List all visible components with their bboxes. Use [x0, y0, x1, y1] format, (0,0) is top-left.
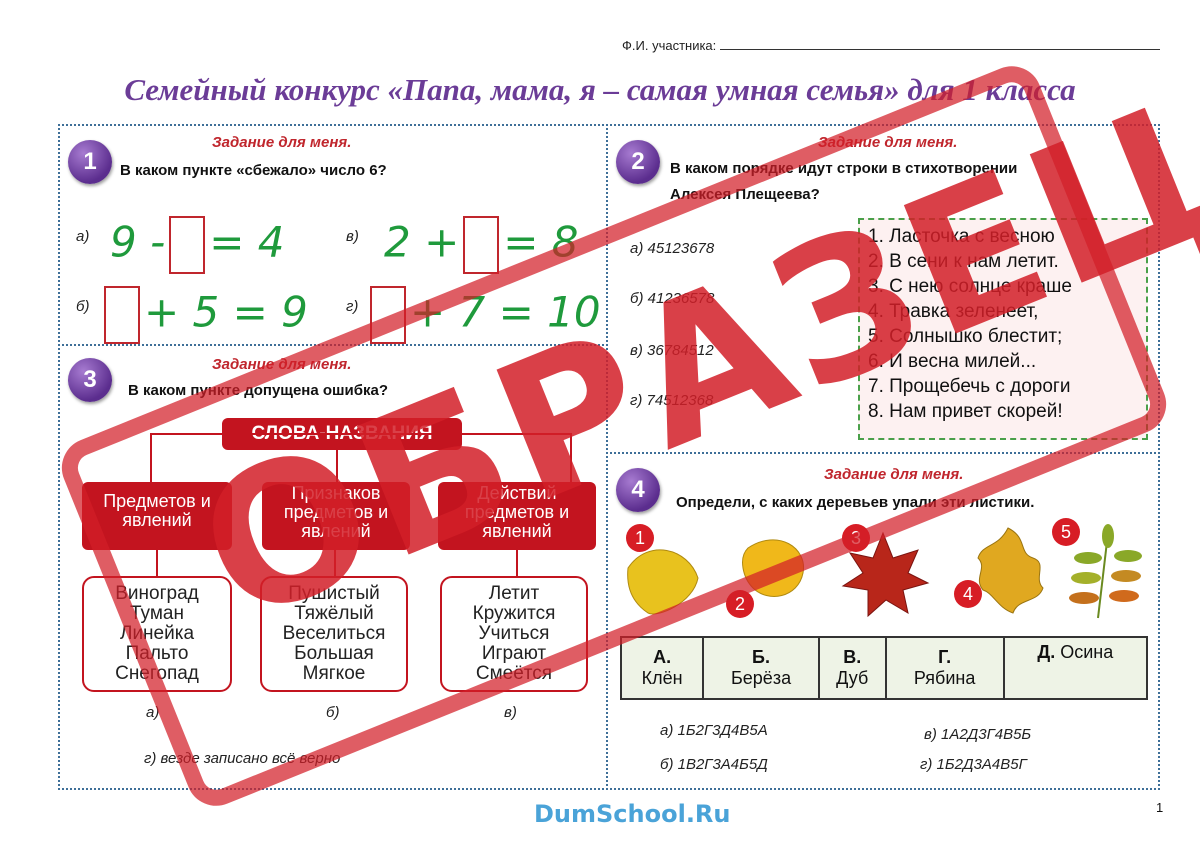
connector-line [150, 433, 152, 483]
participant-name-label: Ф.И. участника: [622, 38, 1161, 53]
category-box-nouns: Предметов и явлений [82, 482, 232, 550]
word: Пушистый [288, 583, 380, 604]
poem-line: 7. Прощебечь с дороги [868, 376, 1071, 397]
page-number: 1 [1156, 800, 1164, 815]
poem-line: 1. Ласточка с весною [868, 226, 1055, 247]
task2-question-line1: В каком порядке идут строки в стихотворе… [670, 160, 1018, 177]
missing-number-box [169, 216, 206, 274]
poem-line: 5. Солнышко блестит; [868, 326, 1063, 347]
word: Большая [294, 643, 374, 664]
task2-number-badge: 2 [616, 140, 660, 184]
task3-heading: Задание для меня. [212, 356, 352, 373]
task1-option-v-label: в) [346, 228, 359, 245]
task1-equation-g: + 7 = 10 [366, 286, 601, 344]
connector-line [570, 433, 572, 483]
word-list-b: Пушистый Тяжёлый Веселиться Большая Мягк… [260, 576, 408, 692]
leaf-number-3: 3 [842, 524, 870, 552]
task1-option-b-label: б) [76, 298, 90, 315]
task3-label-b: б) [326, 704, 340, 721]
table-cell: Д. Осина [1002, 636, 1149, 700]
leaves-illustration [627, 524, 1142, 619]
poem-line: 3. С нею солнце краше [868, 276, 1072, 297]
task2-option-a: а) 45123678 [630, 240, 715, 257]
word: Смеётся [475, 663, 553, 684]
task1-heading: Задание для меня. [212, 134, 352, 151]
maple-leaf-icon [841, 531, 930, 618]
word: Мягкое [302, 663, 366, 684]
oak-leaf-icon [977, 527, 1044, 614]
missing-number-box [104, 286, 140, 344]
task1-question: В каком пункте «сбежало» число 6? [120, 162, 387, 179]
category-box-adjectives: Признаков предметов и явлений [262, 482, 410, 550]
page-title: Семейный конкурс «Папа, мама, я – самая … [124, 72, 1076, 107]
table-cell: В.Дуб [817, 636, 887, 700]
tree-table: А.Клён Б.Берёза В.Дуб Г.Рябина Д. Осина [619, 636, 1149, 700]
poem-line: 2. В сени к нам летит. [868, 251, 1059, 272]
task3-number-badge: 3 [68, 358, 112, 402]
task3-question: В каком пункте допущена ошибка? [128, 382, 389, 399]
task4-panel [606, 452, 1160, 790]
table-row: А.Клён Б.Берёза В.Дуб Г.Рябина Д. Осина [619, 636, 1149, 700]
connector-line [516, 550, 518, 576]
task2-question-line2: Алексея Плещеева? [670, 186, 820, 203]
task1-number-badge: 1 [68, 140, 112, 184]
task3-option-g: г) везде записано всё верно [144, 750, 341, 767]
poem-line: 6. И весна милей... [868, 351, 1037, 372]
connector-line [156, 550, 158, 576]
word: Веселиться [282, 623, 386, 644]
task4-number-badge: 4 [616, 468, 660, 512]
task1-equation-a: 9 -= 4 [110, 216, 285, 274]
site-logo: DumSchool.Ru [534, 800, 731, 828]
table-cell: Г.Рябина [884, 636, 1005, 700]
word: Линейка [119, 623, 195, 644]
task1-equation-v: 2 += 8 [384, 216, 579, 274]
word: Туман [130, 603, 184, 624]
word-list-a: Виноград Туман Линейка Пальто Снегопад [82, 576, 232, 692]
task1-equation-b: + 5 = 9 [100, 286, 308, 344]
leaf-number-5: 5 [1052, 518, 1080, 546]
poem-line: 8. Нам привет скорей! [868, 401, 1063, 422]
table-cell: А.Клён [619, 636, 705, 700]
missing-number-box [370, 286, 406, 344]
leaf-number-4: 4 [954, 580, 982, 608]
word: Виноград [115, 583, 199, 604]
task4-option-b: б) 1В2Г3А4Б5Д [660, 756, 768, 773]
task2-option-v: в) 36784512 [630, 342, 714, 359]
connector-line [334, 550, 336, 576]
word-list-v: Летит Кружится Учиться Играют Смеётся [440, 576, 588, 692]
task3-label-a: а) [146, 704, 160, 721]
aspen-leaf-icon [742, 539, 804, 597]
task3-label-v: в) [504, 704, 517, 721]
task4-option-v: в) 1А2Д3Г4В5Б [924, 726, 1032, 743]
connector-line [150, 433, 572, 435]
table-cell: Б.Берёза [702, 636, 820, 700]
leaf-number-1: 1 [626, 524, 654, 552]
word: Кружится [472, 603, 556, 624]
missing-number-box [463, 216, 500, 274]
task4-option-g: г) 1Б2Д3А4В5Г [920, 756, 1027, 773]
task4-question: Определи, с каких деревьев упали эти лис… [676, 494, 1035, 511]
birch-leaf-icon [627, 549, 699, 615]
task2-option-g: г) 74512368 [630, 392, 714, 409]
word: Летит [488, 583, 540, 604]
word: Снегопад [115, 663, 199, 684]
name-line [720, 39, 1161, 50]
word: Играют [481, 643, 547, 664]
poem-line: 4. Травка зеленеет, [868, 301, 1039, 322]
task2-heading: Задание для меня. [818, 134, 958, 151]
poem-box: 1. Ласточка с весною 2. В сени к нам лет… [858, 218, 1148, 440]
task1-option-a-label: а) [76, 228, 90, 245]
word: Тяжёлый [294, 603, 374, 624]
word: Пальто [125, 643, 189, 664]
category-box-verbs: Действий предметов и явлений [438, 482, 596, 550]
word: Учиться [478, 623, 550, 644]
leaf-number-2: 2 [726, 590, 754, 618]
connector-line [336, 450, 338, 483]
task4-heading: Задание для меня. [824, 466, 964, 483]
task2-option-b: б) 41236578 [630, 290, 715, 307]
task1-option-g-label: г) [346, 298, 359, 315]
rowan-leaf-icon [1069, 524, 1142, 619]
task4-option-a: а) 1Б2Г3Д4В5А [660, 722, 768, 739]
